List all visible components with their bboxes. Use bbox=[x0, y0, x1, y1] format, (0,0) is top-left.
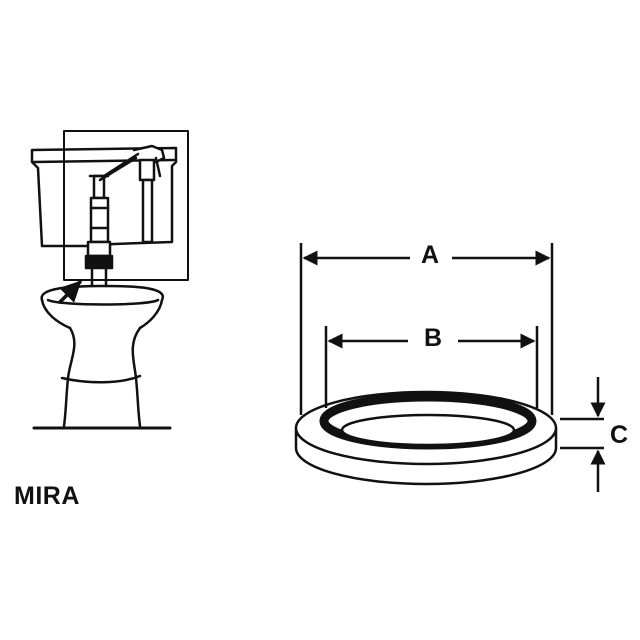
pointer-arrow bbox=[58, 280, 82, 304]
brand-label: MIRA bbox=[14, 482, 80, 510]
dimension-a-label: A bbox=[421, 241, 439, 269]
dimension-c bbox=[560, 377, 606, 492]
dimension-c-label: C bbox=[610, 421, 628, 449]
dimension-a bbox=[299, 243, 554, 415]
seal-inner-bore bbox=[340, 413, 516, 447]
dimension-b-label: B bbox=[424, 324, 442, 352]
flush-valve bbox=[84, 174, 114, 288]
flush-lever bbox=[98, 144, 166, 244]
toilet-bowl bbox=[40, 284, 165, 428]
highlight-box bbox=[63, 130, 189, 281]
toilet-illustration bbox=[30, 130, 189, 430]
cistern-tank bbox=[30, 146, 178, 248]
seal-ring bbox=[294, 390, 558, 486]
dimension-b bbox=[324, 326, 539, 408]
